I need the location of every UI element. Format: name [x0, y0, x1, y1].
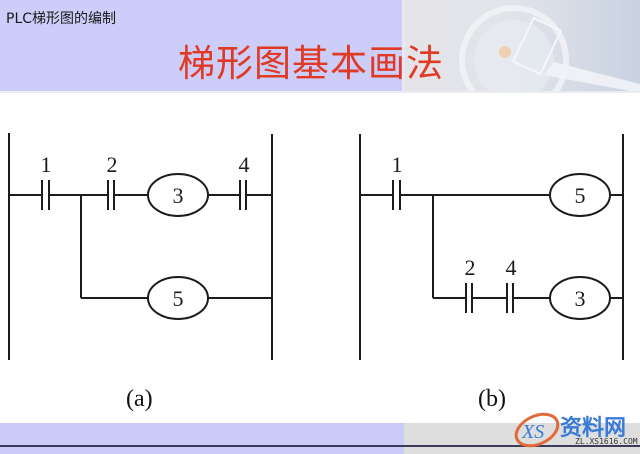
header-band-left: [0, 0, 404, 93]
coil-label: 3: [575, 286, 586, 311]
contact-4: [239, 180, 247, 210]
contact-1: [392, 180, 401, 210]
coil-label: 3: [173, 183, 184, 208]
watermark-text: 资料网: [560, 416, 627, 441]
contact-label: 1: [392, 152, 403, 177]
caption-b: (b): [478, 386, 506, 412]
contact-2: [465, 283, 473, 313]
coil-label: 5: [575, 183, 586, 208]
page-title: 梯形图基本画法: [178, 42, 444, 85]
contact-label: 4: [506, 255, 517, 280]
contact-1: [41, 180, 50, 210]
contact-label: 2: [465, 255, 476, 280]
header-bottom-border: [0, 91, 640, 93]
ladder-diagram-a: [8, 133, 273, 360]
header-divider: [402, 0, 405, 93]
slide-footer: [0, 423, 640, 454]
breadcrumb: PLC梯形图的编制: [6, 11, 117, 27]
contact-label: 1: [41, 152, 52, 177]
header-band-right: [404, 0, 640, 93]
contact-2: [107, 180, 115, 210]
caption-a: (a): [126, 386, 153, 412]
contact-label: 2: [107, 152, 118, 177]
watermark-logo-icon: XS: [514, 412, 560, 448]
footer-band-right: [404, 423, 640, 454]
slide-header: PLC梯形图的编制 梯形图基本画法: [0, 0, 640, 93]
svg-text:XS: XS: [521, 421, 544, 443]
decorative-globe-icon: [459, 5, 640, 93]
watermark-url: ZL.XS1616.COM: [575, 437, 638, 446]
footer-divider: [0, 445, 640, 447]
ladder-diagram-b: [359, 134, 624, 360]
contact-label: 4: [239, 152, 250, 177]
coil-label: 5: [173, 286, 184, 311]
contact-4: [506, 283, 514, 313]
footer-band-left: [0, 423, 404, 454]
